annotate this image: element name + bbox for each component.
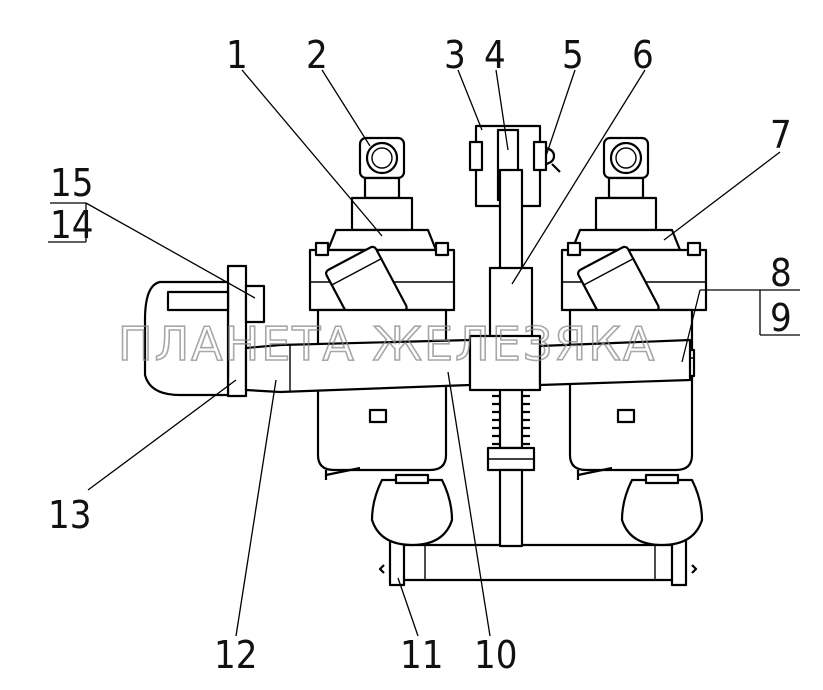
label-11: 11 (400, 633, 444, 677)
label-9: 9 (770, 296, 792, 340)
label-12: 12 (214, 633, 258, 677)
label-7: 7 (770, 113, 792, 157)
bottom-crossbar (378, 538, 698, 587)
label-5: 5 (562, 33, 584, 77)
label-10: 10 (474, 633, 518, 677)
label-15: 15 (50, 161, 94, 205)
label-13: 13 (48, 493, 92, 537)
label-2: 2 (306, 33, 328, 77)
label-4: 4 (484, 33, 506, 77)
left-brake-chamber (308, 136, 456, 547)
label-14: 14 (50, 203, 94, 247)
watermark-text: ПЛАНЕТА ЖЕЛЕЗЯКА (118, 317, 656, 371)
label-6: 6 (632, 33, 654, 77)
label-3: 3 (444, 33, 466, 77)
label-1: 1 (226, 33, 248, 77)
leader-lines (48, 69, 800, 637)
link-lever (143, 264, 692, 398)
label-8: 8 (770, 251, 792, 295)
